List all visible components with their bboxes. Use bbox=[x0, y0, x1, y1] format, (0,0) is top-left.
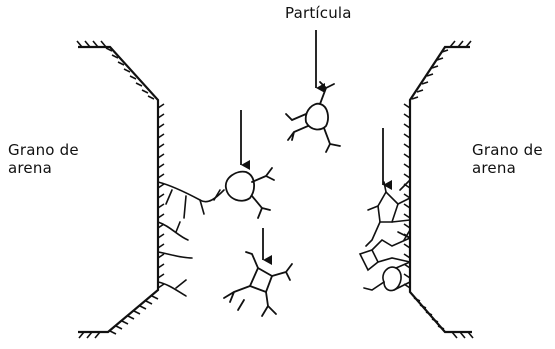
polymer-cluster-right bbox=[358, 179, 411, 292]
particle-bottom-center bbox=[223, 251, 293, 317]
left-grain-label-line1: Grano de bbox=[8, 141, 79, 159]
polymer-chains-left bbox=[157, 181, 225, 297]
sand-grain-right bbox=[403, 40, 474, 339]
right-grain-label-line1: Grano de bbox=[472, 141, 543, 159]
particle-top bbox=[285, 81, 341, 153]
arrows bbox=[240, 30, 392, 265]
left-grain-label-line2: arena bbox=[8, 159, 52, 177]
right-grain-label-line2: arena bbox=[472, 159, 516, 177]
sand-grain-left bbox=[76, 40, 165, 339]
particle-label: Partícula bbox=[285, 4, 352, 22]
particle-middle-left bbox=[224, 167, 275, 219]
